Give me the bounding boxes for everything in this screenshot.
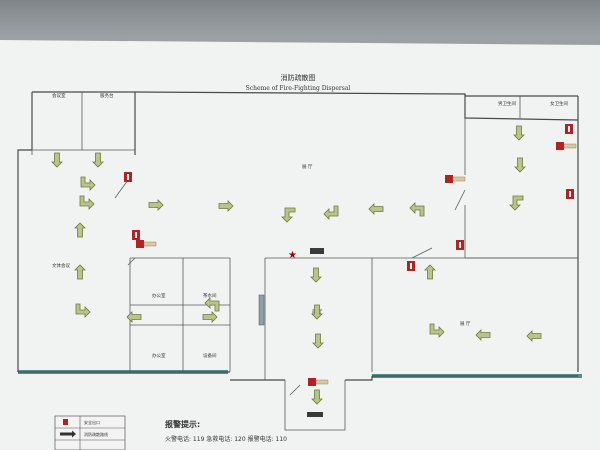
fire-extinguisher-icon xyxy=(445,175,466,183)
safety-exits xyxy=(124,124,574,271)
arrow-down-icon xyxy=(514,157,526,173)
room-label: 办公室 xyxy=(152,292,166,299)
arrow-down-icon xyxy=(92,152,104,168)
room-label: 展 厅 xyxy=(302,164,313,170)
bottom-tag xyxy=(307,412,323,417)
legend-exit-label: 安全出口 xyxy=(84,419,100,425)
room-label: 茶水间 xyxy=(203,292,217,299)
arrow-left-icon xyxy=(526,330,542,342)
arrow-down-icon xyxy=(310,267,322,283)
arrow-turn-icon xyxy=(281,207,296,223)
arrow-turn-icon xyxy=(80,176,96,191)
alarm-phone-line: 火警电话: 119 急救电话: 120 报警电话: 110 xyxy=(165,435,287,443)
arrow-down-icon xyxy=(312,333,324,349)
paper xyxy=(0,40,600,450)
exit-sign-icon xyxy=(566,189,574,199)
arrow-down-icon xyxy=(51,152,63,168)
arrow-left-icon xyxy=(368,203,384,215)
arrow-up-icon xyxy=(74,264,86,280)
exit-sign-icon xyxy=(132,230,140,240)
alarm-title: 报警提示: xyxy=(165,419,200,429)
column-marker xyxy=(258,294,265,326)
legend-exit-icon xyxy=(63,419,68,425)
exit-sign-icon xyxy=(407,261,415,271)
arrow-turn-icon xyxy=(204,297,220,312)
arrow-left-icon xyxy=(475,329,491,341)
room-label: 男卫生间 xyxy=(498,100,516,107)
arrow-right-icon xyxy=(202,311,218,323)
arrow-up-icon xyxy=(74,222,86,238)
you-are-here-star-icon: ★ xyxy=(288,250,297,261)
evacuation-arrows xyxy=(51,125,542,405)
fire-equipment xyxy=(136,142,577,417)
room-label: 文体会议 xyxy=(52,262,70,269)
fire-extinguisher-icon xyxy=(308,378,329,386)
title-en: Scheme of Fire-Fighting Dispersal xyxy=(246,85,351,92)
arrow-turn-icon xyxy=(323,205,339,220)
room-label: 设备间 xyxy=(203,352,217,359)
room-label: 办公室 xyxy=(152,352,166,359)
fire-extinguisher-icon xyxy=(556,142,577,150)
arrow-down-icon xyxy=(311,389,323,405)
legend: 安全出口 消防疏散路线 xyxy=(54,415,126,450)
arrow-turn-icon xyxy=(79,195,95,210)
current-location-tag xyxy=(310,248,324,254)
title-cn: 消防疏散图 xyxy=(281,73,316,82)
arrow-turn-icon xyxy=(429,323,445,338)
arrow-turn-icon xyxy=(409,202,425,217)
arrow-left-icon xyxy=(126,311,142,323)
arrow-down-icon xyxy=(513,125,525,141)
room-label: 女卫生间 xyxy=(550,100,568,107)
fire-extinguisher-icon xyxy=(136,240,157,248)
room-label: 会议室 xyxy=(52,92,66,99)
legend-arrow-icon xyxy=(60,430,76,438)
room-label: 展 厅 xyxy=(460,321,471,327)
arrow-right-icon xyxy=(218,200,234,212)
arrow-up-icon xyxy=(424,264,436,280)
room-label: 服务台 xyxy=(100,92,114,99)
exit-sign-icon xyxy=(124,172,132,182)
exit-sign-icon xyxy=(456,240,464,250)
exit-sign-icon xyxy=(565,124,573,134)
arrow-down-icon xyxy=(311,304,323,320)
arrow-turn-icon xyxy=(75,303,91,318)
arrow-turn-icon xyxy=(509,195,524,211)
arrow-right-icon xyxy=(148,199,164,211)
legend-route-label: 消防疏散路线 xyxy=(84,431,108,437)
floor-plan-walls xyxy=(17,91,579,431)
